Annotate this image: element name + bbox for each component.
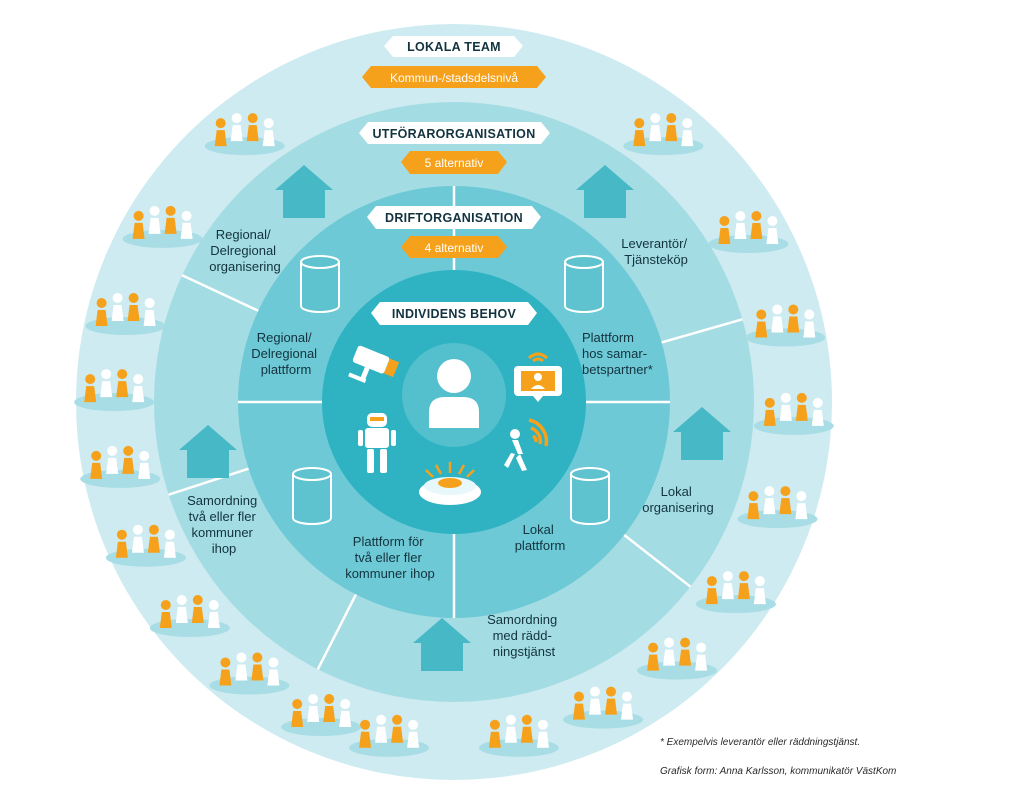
people-groups (74, 113, 834, 757)
tablet-video-call-icon (514, 352, 562, 402)
people-group-icon (349, 714, 430, 757)
credit-grafisk-form: Grafisk form: Anna Karlsson, kommunikatö… (660, 766, 897, 777)
badge-utforarorganisation: 5 alternativ (401, 151, 507, 174)
people-group-icon (637, 637, 718, 680)
option-samordning-tva-eller-fler-kommuner: Samordning två eller fler kommuner ihop (187, 493, 261, 556)
footnote-asterisk: * Exempelvis leverantör eller räddningst… (660, 737, 861, 748)
people-group-icon (708, 211, 789, 253)
house-icon (576, 165, 634, 218)
banner-individens-behov: INDIVIDENS BEHOV (371, 302, 537, 325)
people-group-icon (737, 486, 818, 529)
divider-line (661, 318, 743, 344)
option-plattform-for-tva-eller-fler-kommuner: Plattform för två eller fler kommuner ih… (345, 534, 435, 581)
robot-icon (358, 413, 396, 473)
option-regional-delregional-organisering: Regional/ Delregional organisering (209, 227, 281, 274)
divider-line (316, 593, 358, 670)
people-group-icon (753, 392, 834, 435)
title-individens-behov: INDIVIDENS BEHOV (392, 307, 517, 321)
people-group-icon (209, 652, 290, 695)
divider-line (168, 467, 249, 496)
people-group-icon (74, 369, 155, 412)
banner-driftorganisation: DRIFTORGANISATION (367, 206, 541, 229)
people-group-icon (745, 304, 826, 347)
fall-sensor-icon (504, 418, 549, 471)
divider-line (181, 274, 259, 312)
badge-driftorganisation: 4 alternativ (401, 236, 507, 258)
option-lokal-plattform: Lokal plattform (515, 522, 566, 553)
database-cylinder-icon (292, 467, 332, 525)
badge-text-kommun-stadsdelsniva: Kommun-/stadsdelsnivå (390, 71, 518, 85)
people-group-icon (80, 445, 161, 488)
people-group-icon (281, 694, 362, 736)
house-icon (179, 425, 237, 478)
people-group-icon (563, 686, 643, 729)
person-icon (402, 343, 506, 447)
people-group-icon (105, 524, 186, 567)
people-group-icon (204, 113, 285, 156)
people-group-icon (149, 595, 230, 637)
option-leverantor-tjanstekop: Leverantör/ Tjänsteköp (621, 236, 690, 267)
option-plattform-hos-samarbetspartner: Plattform hos samar- betspartner* (582, 330, 653, 377)
badge-text-4-alternativ: 4 alternativ (425, 241, 484, 255)
banner-lokala-team: LOKALA TEAM (384, 36, 523, 57)
badge-text-5-alternativ: 5 alternativ (425, 156, 484, 170)
people-group-icon (623, 113, 704, 156)
banner-utforarorganisation: UTFÖRARORGANISATION (359, 122, 550, 144)
database-cylinder-icon (570, 467, 610, 525)
people-group-icon (695, 571, 776, 614)
people-group-icon (478, 714, 559, 757)
title-driftorganisation: DRIFTORGANISATION (385, 211, 523, 225)
title-lokala-team: LOKALA TEAM (407, 40, 501, 54)
people-group-icon (122, 205, 203, 248)
option-samordning-med-raddningstjanst: Samordning med rädd- ningstjänst (487, 612, 561, 659)
option-lokal-organisering: Lokal organisering (642, 484, 714, 515)
house-icon (275, 165, 333, 218)
divider-line (623, 533, 692, 588)
option-regional-delregional-plattform: Regional/ Delregional plattform (251, 330, 320, 377)
security-camera-icon (348, 345, 400, 384)
database-cylinder-icon (300, 255, 340, 313)
database-cylinder-icon (564, 255, 604, 313)
badge-lokala-team: Kommun-/stadsdelsnivå (362, 66, 546, 88)
house-icon (673, 407, 731, 460)
house-icon (413, 618, 471, 671)
title-utforarorganisation: UTFÖRARORGANISATION (372, 126, 535, 141)
people-group-icon (85, 293, 166, 335)
alarm-button-icon (419, 462, 481, 505)
